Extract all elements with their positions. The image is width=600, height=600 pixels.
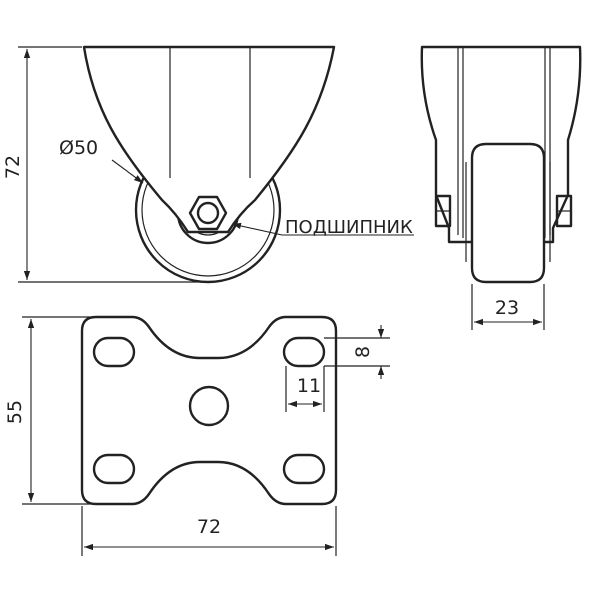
plate-height-label: 55 xyxy=(4,400,26,424)
side-view xyxy=(420,45,582,284)
fork-body xyxy=(82,45,336,234)
wheel-width-label: 23 xyxy=(495,297,519,319)
dimension-slot-length: 11 xyxy=(285,366,325,412)
bracket-outline xyxy=(420,45,582,244)
mounting-plate xyxy=(80,315,338,506)
axle-nut xyxy=(188,195,228,231)
dimension-slot-width: 8 xyxy=(324,325,390,379)
front-view xyxy=(82,45,336,284)
center-hole xyxy=(188,385,230,427)
plate-width-label: 72 xyxy=(197,516,221,538)
slot-bottom-left xyxy=(92,453,136,485)
dimension-plate-width: 72 xyxy=(81,506,337,556)
top-plate-view xyxy=(80,315,338,506)
slot-length-label: 11 xyxy=(297,375,321,397)
bearing-callout: ПОДШИПНИК xyxy=(231,217,414,238)
axle-bolt xyxy=(196,201,220,225)
slot-width-label: 8 xyxy=(352,346,374,358)
dimension-height-total: 72 xyxy=(2,46,206,283)
dimension-wheel-diameter: Ø50 xyxy=(59,137,144,184)
bearing-label: ПОДШИПНИК xyxy=(285,217,413,238)
wheel-diameter-label: Ø50 xyxy=(59,137,98,159)
height-total-label: 72 xyxy=(2,155,24,179)
slot-top-right xyxy=(282,336,326,368)
dimension-plate-height: 55 xyxy=(4,316,94,505)
slot-top-left xyxy=(92,336,136,368)
dimension-wheel-width: 23 xyxy=(471,284,545,330)
wheel-side xyxy=(470,142,546,284)
slot-bottom-right xyxy=(282,453,326,485)
